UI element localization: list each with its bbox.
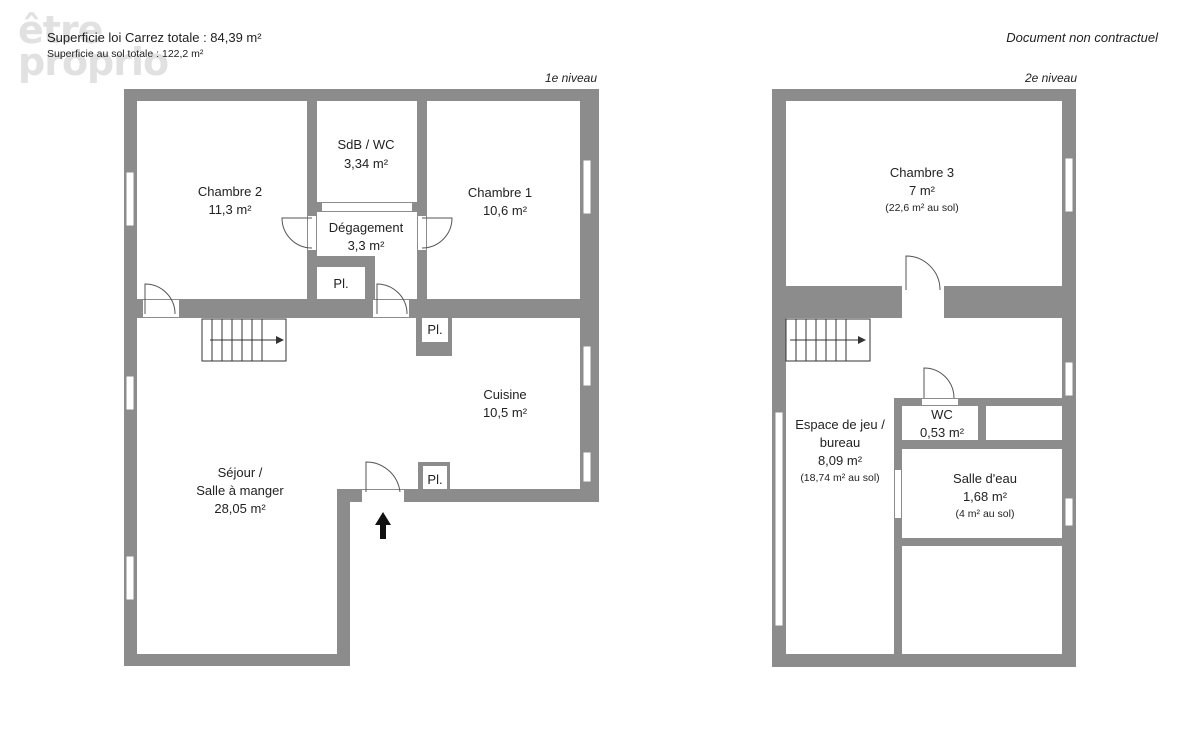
- level-1-label: 1e niveau: [545, 71, 597, 85]
- room-name: Espace de jeu /: [795, 417, 885, 432]
- entrance-door-opening: [362, 490, 404, 502]
- room-espace-jeu: [786, 398, 894, 654]
- room-placard-1: [317, 267, 365, 299]
- room-name: Pl.: [427, 472, 442, 487]
- window-icon: [1064, 361, 1074, 397]
- level-1-plan: 1e niveau: [124, 71, 599, 666]
- room-floor-area: (4 m² au sol): [956, 508, 1015, 520]
- room-placard-2: [422, 318, 448, 342]
- window-icon: [582, 345, 592, 387]
- window-icon: [1064, 157, 1074, 213]
- room-area: 0,53 m²: [920, 425, 965, 440]
- door-opening: [895, 470, 901, 518]
- room-sdb-wc: [317, 101, 417, 202]
- room-chambre-2: [137, 101, 307, 299]
- room-wc: [902, 406, 978, 440]
- room-chambre-3: [786, 101, 1062, 286]
- door-swing-icon: [281, 217, 313, 249]
- door-opening: [308, 216, 316, 250]
- window-icon: [125, 171, 135, 227]
- window-icon: [125, 375, 135, 411]
- room-area: 3,3 m²: [348, 238, 386, 253]
- door-swing-icon: [144, 283, 176, 315]
- room-name: Cuisine: [483, 387, 526, 402]
- door-opening: [322, 203, 412, 211]
- room-area: 11,3 m²: [208, 202, 252, 217]
- room-area: 28,05 m²: [214, 501, 266, 516]
- total-carrez-area: Superficie loi Carrez totale : 84,39 m²: [47, 30, 262, 45]
- room-name: Pl.: [333, 276, 348, 291]
- disclaimer-note: Document non contractuel: [1006, 30, 1158, 45]
- room-floor-area: (22,6 m² au sol): [885, 202, 959, 214]
- room-salle-eau: [902, 449, 1062, 538]
- room-name: Salle d'eau: [953, 471, 1017, 486]
- level-2-label: 2e niveau: [1024, 71, 1077, 85]
- room-degagement-lower: [375, 256, 417, 299]
- room-floor-area: (18,74 m² au sol): [800, 472, 879, 484]
- door-opening: [922, 399, 958, 405]
- window-icon: [1064, 497, 1074, 527]
- room-storage: [986, 406, 1062, 440]
- room-area: 7 m²: [909, 183, 936, 198]
- room-area: 3,34 m²: [344, 156, 389, 171]
- room-name: Pl.: [427, 322, 442, 337]
- window-icon: [582, 159, 592, 215]
- room-sejour-cuisine: [137, 318, 580, 654]
- room-placard-3: [423, 466, 447, 489]
- door-opening: [373, 300, 409, 317]
- room-name: Chambre 3: [890, 165, 954, 180]
- staircase-icon: [201, 318, 287, 362]
- room-name: SdB / WC: [337, 137, 394, 152]
- staircase-icon: [785, 318, 871, 362]
- door-swing-icon: [923, 367, 955, 399]
- room-name: WC: [931, 407, 953, 422]
- room-lower: [902, 546, 1062, 654]
- entrance-arrow-icon: [375, 512, 391, 539]
- door-opening: [418, 216, 426, 250]
- room-degagement: [317, 212, 417, 256]
- window-icon: [774, 411, 784, 627]
- room-area: 1,68 m²: [963, 489, 1008, 504]
- door-swing-icon: [421, 217, 453, 249]
- door-swing-icon: [365, 461, 401, 493]
- level-2-plan: 2e niveau Ch: [772, 71, 1077, 667]
- room-area: 8,09 m²: [818, 453, 863, 468]
- door-swing-icon: [376, 283, 408, 315]
- room-name: Chambre 1: [468, 185, 532, 200]
- room-name: Salle à manger: [196, 483, 284, 498]
- room-name: Dégagement: [329, 220, 404, 235]
- room-name: bureau: [820, 435, 860, 450]
- room-name: Chambre 2: [198, 184, 262, 199]
- room-name: Séjour /: [218, 465, 263, 480]
- total-floor-area: Superficie au sol totale : 122,2 m²: [47, 48, 204, 60]
- room-chambre-1: [427, 101, 580, 299]
- room-area: 10,5 m²: [483, 405, 528, 420]
- room-landing: [902, 286, 944, 318]
- room-area: 10,6 m²: [483, 203, 528, 218]
- door-swing-icon: [905, 255, 941, 291]
- door-opening: [143, 300, 179, 317]
- window-icon: [125, 555, 135, 601]
- window-icon: [582, 451, 592, 483]
